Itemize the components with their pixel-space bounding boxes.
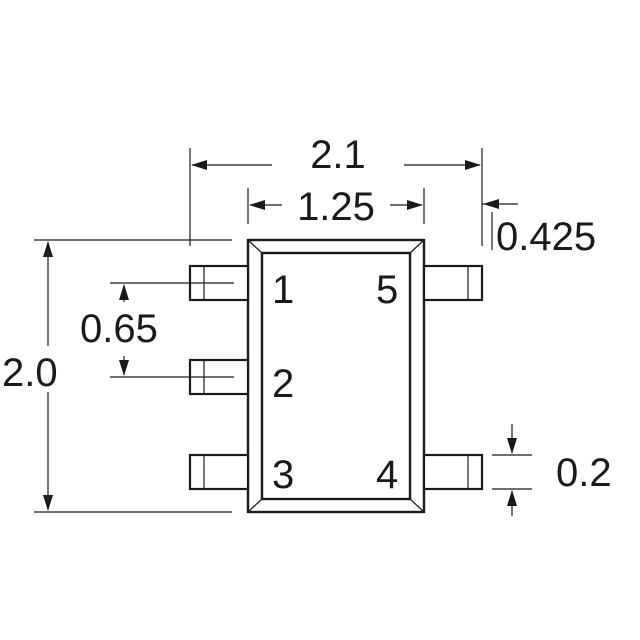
lead-pin-4 xyxy=(422,453,484,491)
dim-overall-height xyxy=(34,239,232,513)
lead-pin-3 xyxy=(188,453,250,491)
body-chamfer-br xyxy=(409,498,425,513)
dim-label-lead-width: 0.2 xyxy=(556,451,612,495)
dim-label-lead-offset: 0.425 xyxy=(496,215,596,259)
dim-label-overall-width: 2.1 xyxy=(310,133,366,177)
body-chamfer-bl xyxy=(247,498,263,513)
body-chamfer-tl xyxy=(247,239,263,254)
dim-label-overall-height: 2.0 xyxy=(2,351,58,395)
dim-lead-offset xyxy=(482,199,518,250)
dim-overall-width xyxy=(189,148,483,246)
dim-lead-width xyxy=(492,424,532,516)
dim-body-width xyxy=(247,188,425,224)
package-body-inner xyxy=(260,251,412,501)
pin-label-5: 5 xyxy=(376,268,398,312)
body-chamfer-tr xyxy=(409,239,425,254)
pin-label-2: 2 xyxy=(272,362,294,406)
pin-label-3: 3 xyxy=(272,453,294,497)
dim-label-pitch: 0.65 xyxy=(80,307,158,351)
pin-label-1: 1 xyxy=(272,268,294,312)
lead-pin-5 xyxy=(422,264,484,302)
pin-label-4: 4 xyxy=(376,453,398,497)
dim-pitch xyxy=(110,282,234,378)
dim-label-body-width: 1.25 xyxy=(297,185,375,229)
